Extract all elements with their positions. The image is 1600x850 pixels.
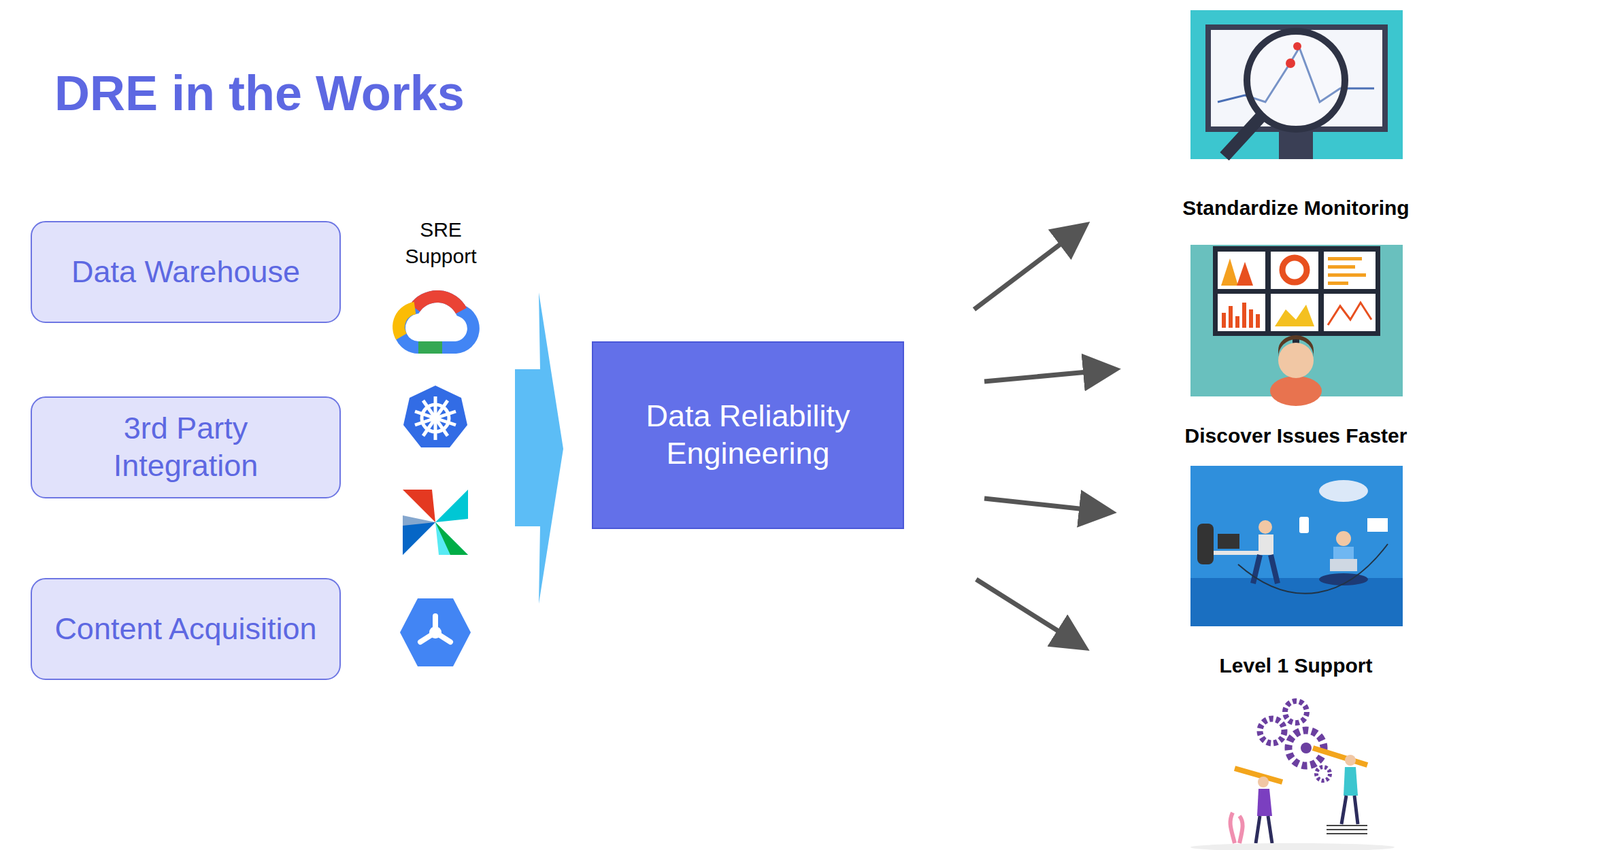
box-label: Content Acquisition <box>54 610 317 649</box>
monitoring-illustration <box>1190 10 1403 160</box>
source-box: Content Acquisition <box>30 578 341 681</box>
box-label: Data Warehouse <box>71 253 300 292</box>
airflow-icon <box>402 489 469 556</box>
process-box: Data Reliability Engineering <box>591 341 905 530</box>
wrench-hex-icon <box>400 598 471 667</box>
box-text-group: Data Reliability Engineering <box>609 397 887 473</box>
outcome-arrows <box>974 233 1103 641</box>
source-box: 3rd Party Integration <box>30 396 341 499</box>
gears-illustration <box>1190 701 1395 850</box>
title-text: DRE in the Works <box>54 65 465 122</box>
flow-arrow <box>514 292 564 605</box>
outcome-label: Level 1 Support <box>1153 652 1439 679</box>
gcp-icon <box>398 296 474 348</box>
source-box: Data Warehouse <box>30 221 341 324</box>
outcome-label: Standardize Monitoring <box>1153 194 1439 222</box>
box-text-group: 3rd Party Integration <box>48 410 324 486</box>
box-text-group: Data Warehouse <box>71 253 300 292</box>
support-illustration <box>1190 465 1403 627</box>
box-label: 3rd Party Integration <box>48 410 324 486</box>
box-label: Data Reliability Engineering <box>609 397 887 473</box>
kubernetes-icon <box>403 385 468 448</box>
box-text-group: Content Acquisition <box>54 610 317 649</box>
outcome-label: Discover Issues Faster <box>1153 422 1439 449</box>
sre-support-label: SRE Support <box>389 216 492 270</box>
dashboard-illustration <box>1190 244 1403 407</box>
